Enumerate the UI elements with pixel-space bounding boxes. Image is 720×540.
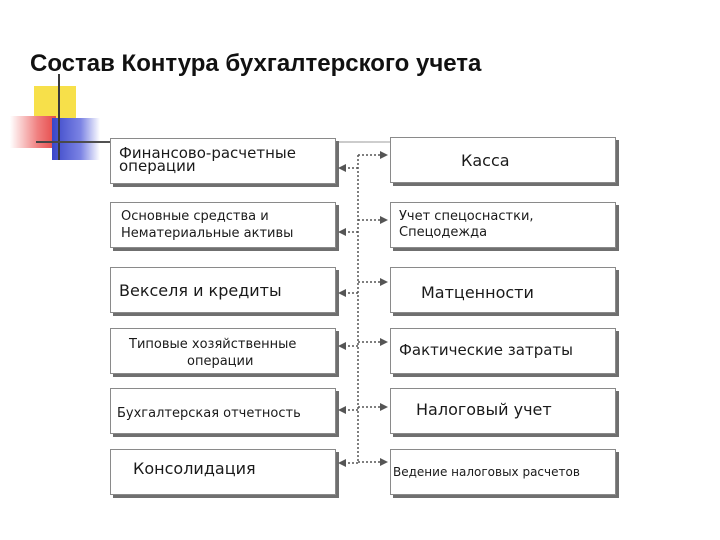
right-box-cash: Касса (390, 137, 616, 183)
decor-blue-square (52, 118, 100, 160)
right-box-inventory-line-1: Матценности (421, 283, 534, 302)
left-box-fixed-assets-line-1: Основные средства и (121, 209, 269, 224)
left-box-standard-operations-line-1: Типовые хозяйственные (129, 337, 297, 352)
left-box-fixed-assets-line-2: Нематериальные активы (121, 226, 294, 241)
right-box-special-equipment-line-1: Учет спецоснастки, (399, 209, 534, 224)
left-box-standard-operations: Типовые хозяйственные операции (110, 328, 336, 374)
right-box-special-equipment-line-2: Спецодежда (399, 225, 488, 240)
left-box-standard-operations-line-2: операции (187, 354, 254, 369)
right-box-tax-accounting: Налоговый учет (390, 388, 616, 434)
right-box-tax-settlements-line-1: Ведение налоговых расчетов (393, 465, 580, 479)
left-box-fixed-assets: Основные средства и Нематериальные актив… (110, 202, 336, 248)
left-box-consolidation-line-1: Консолидация (133, 459, 256, 478)
decor-vertical-line (58, 74, 60, 160)
right-box-tax-accounting-line-1: Налоговый учет (416, 400, 552, 419)
left-box-financial-operations: Финансово-расчетные операции (110, 138, 336, 184)
right-box-actual-costs-line-1: Фактические затраты (399, 341, 573, 359)
left-box-bills-and-credits-line-1: Векселя и кредиты (119, 281, 282, 300)
right-box-cash-line-1: Касса (461, 151, 510, 170)
left-box-accounting-reports-line-1: Бухгалтерская отчетность (117, 406, 301, 421)
left-box-accounting-reports: Бухгалтерская отчетность (110, 388, 336, 434)
right-box-actual-costs: Фактические затраты (390, 328, 616, 374)
right-box-special-equipment: Учет спецоснастки, Спецодежда (390, 202, 616, 248)
left-box-bills-and-credits: Векселя и кредиты (110, 267, 336, 313)
right-box-inventory: Матценности (390, 267, 616, 313)
right-box-tax-settlements: Ведение налоговых расчетов (390, 449, 616, 495)
left-box-consolidation: Консолидация (110, 449, 336, 495)
left-box-financial-operations-line-2: операции (119, 157, 196, 175)
page-title: Состав Контура бухгалтерского учета (30, 50, 482, 77)
left-box-financial-operations-line-1: Финансово-расчетные (119, 144, 296, 162)
